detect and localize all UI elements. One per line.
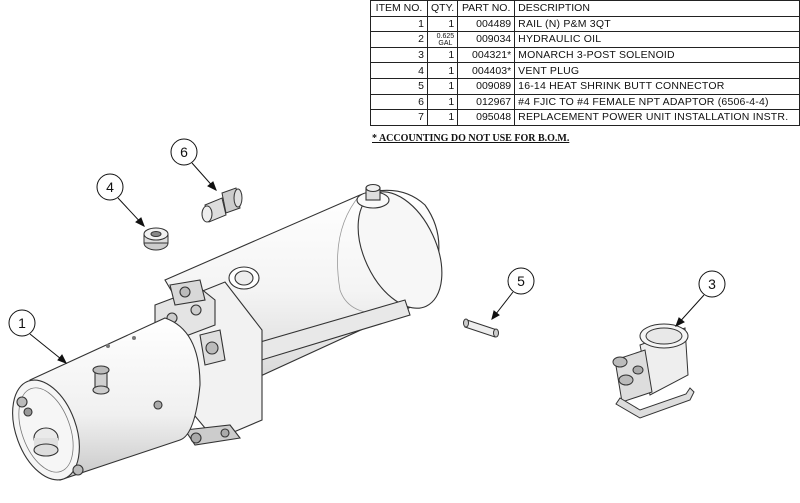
callout-label: 3 [708, 276, 716, 292]
vent-plug [143, 227, 169, 251]
bom-qty: 1 [426, 77, 459, 95]
adaptor-fitting [201, 187, 243, 223]
table-row: 7 1 095048 REPLACEMENT POWER UNIT INSTAL… [370, 109, 800, 126]
solenoid-post [618, 374, 634, 386]
bom-part: 009034 [457, 31, 516, 48]
bom-desc: #4 FJIC TO #4 FEMALE NPT ADAPTOR (6506-4… [514, 93, 800, 111]
motor-bolt [72, 464, 84, 476]
bom-qty-bottom: GAL [438, 39, 453, 47]
callout-5: 5 [491, 267, 535, 321]
motor-terminal-stud [92, 365, 110, 395]
bom-qty: 1 [426, 109, 459, 126]
fill-cap [356, 183, 390, 209]
bill-of-materials-table: ITEM NO. QTY. PART NO. DESCRIPTION 1 1 0… [370, 0, 800, 126]
motor-bolt [23, 407, 33, 417]
callout-6: 6 [170, 138, 217, 192]
callout-1: 1 [8, 309, 68, 364]
accounting-note: * ACCOUNTING DO NOT USE FOR B.O.M. [372, 133, 570, 144]
bom-qty-top: 0.625 [436, 32, 455, 40]
callout-label: 6 [180, 144, 188, 160]
motor-shaft-boss [33, 427, 59, 457]
bom-desc: REPLACEMENT POWER UNIT INSTALLATION INST… [514, 109, 800, 126]
solenoid-bracket [615, 387, 695, 419]
pressure-fitting [199, 329, 226, 366]
bom-qty: 1 [426, 46, 459, 64]
solenoid [612, 323, 695, 419]
solenoid-post [632, 365, 644, 375]
callout-3: 3 [675, 270, 726, 328]
callout-label: 5 [517, 273, 525, 289]
callout-4: 4 [96, 173, 145, 228]
callout-label: 4 [106, 179, 114, 195]
butt-connector [463, 318, 499, 338]
motor-bolt [16, 396, 28, 408]
callout-label: 1 [18, 315, 26, 331]
solenoid-post [612, 356, 628, 368]
table-row: 5 1 009089 16-14 HEAT SHRINK BUTT CONNEC… [370, 77, 800, 95]
bom-part: 095048 [457, 109, 516, 126]
hydraulic-power-unit [12, 183, 443, 481]
breather-port [228, 266, 260, 290]
bom-desc: 16-14 HEAT SHRINK BUTT CONNECTOR [514, 77, 800, 95]
bom-item: 7 [370, 109, 428, 126]
bom-desc: HYDRAULIC OIL [514, 31, 800, 48]
bom-header-row: ITEM NO. QTY. PART NO. DESCRIPTION [370, 0, 800, 17]
